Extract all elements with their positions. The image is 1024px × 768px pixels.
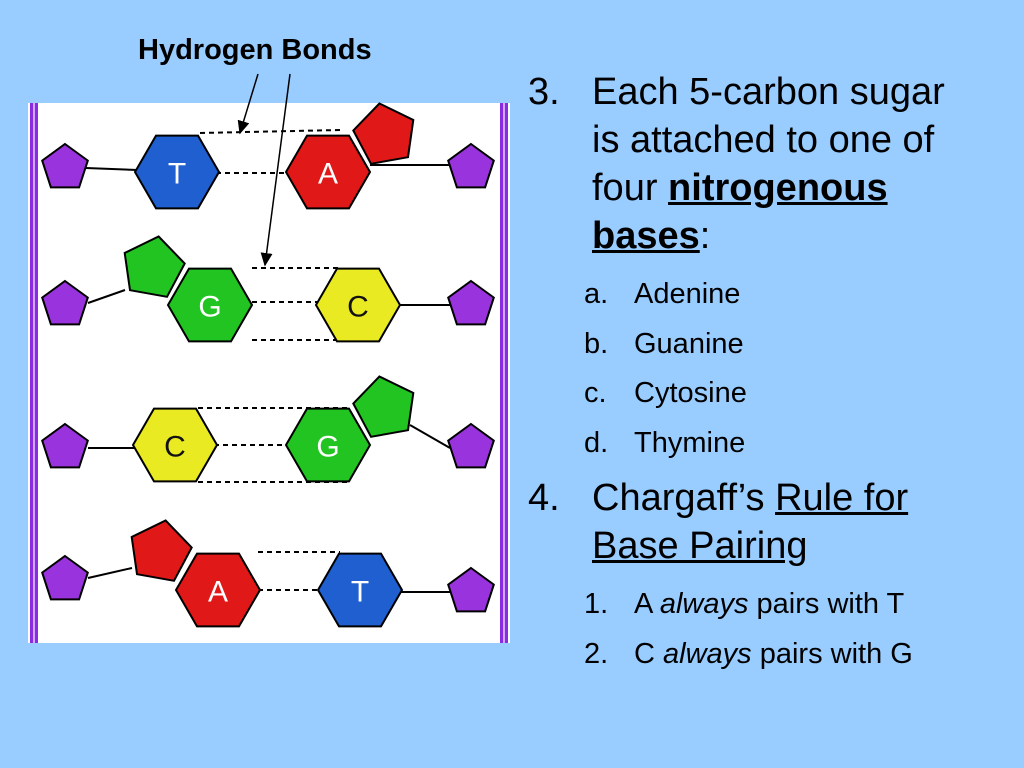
base-letter: T bbox=[351, 576, 369, 609]
base-name: Adenine bbox=[634, 278, 741, 310]
item-line: four bbox=[592, 167, 669, 209]
rule-text: C bbox=[634, 637, 663, 670]
item-number: 4. bbox=[528, 477, 560, 519]
diagram-panel bbox=[28, 103, 510, 643]
base-letter: G bbox=[316, 431, 339, 464]
list-item: b. Guanine bbox=[528, 320, 1008, 370]
base-hexagon-icon bbox=[131, 407, 219, 483]
base-hexagon-icon bbox=[316, 552, 404, 628]
item-line: Each 5-carbon sugar bbox=[592, 71, 945, 113]
list-item: d. Thymine bbox=[528, 419, 1008, 469]
right-backbone bbox=[500, 103, 508, 643]
sugar-icon bbox=[41, 279, 89, 326]
base-hexagons bbox=[131, 134, 404, 628]
base-name: Guanine bbox=[634, 327, 744, 360]
sugars bbox=[41, 142, 495, 613]
adenine-ring-icon bbox=[352, 102, 415, 165]
purine-rings bbox=[123, 102, 415, 582]
base-letter: G bbox=[198, 291, 221, 324]
list-marker: 2. bbox=[584, 637, 609, 670]
connector-lines bbox=[85, 164, 451, 593]
hydrogen-bond-arrows bbox=[237, 73, 291, 267]
text-panel: 3. Each 5-carbon sugar is attached to on… bbox=[528, 68, 1008, 685]
sugar-icon bbox=[447, 566, 495, 613]
base-hexagon-icon bbox=[174, 552, 262, 628]
list-marker: b. bbox=[584, 327, 609, 360]
guanine-ring-icon bbox=[352, 375, 415, 438]
base-hexagon-icon bbox=[133, 134, 221, 210]
base-letter: C bbox=[347, 291, 369, 324]
base-hexagon-icon bbox=[284, 407, 372, 483]
base-letter: A bbox=[208, 576, 228, 609]
rule-emphasis: always bbox=[663, 637, 752, 670]
base-name: Cytosine bbox=[634, 377, 747, 409]
list-marker: c. bbox=[584, 377, 607, 409]
base-hexagon-icon bbox=[166, 267, 254, 343]
list-item-3: 3. Each 5-carbon sugar is attached to on… bbox=[528, 68, 1008, 260]
item-number: 3. bbox=[528, 71, 560, 113]
base-list: a. Adenine b. Guanine c. Cytosine d. Thy… bbox=[528, 270, 1008, 468]
rule-text: pairs with T bbox=[748, 588, 905, 620]
key-term: Base Pairing bbox=[592, 525, 808, 567]
sugar-icon bbox=[447, 142, 495, 189]
base-letter: C bbox=[164, 431, 186, 464]
sugar-icon bbox=[447, 422, 495, 469]
item-suffix: : bbox=[699, 215, 711, 257]
list-marker: a. bbox=[584, 278, 609, 310]
key-term: Rule for bbox=[775, 477, 909, 519]
left-backbone bbox=[30, 103, 38, 643]
sugar-icon bbox=[41, 422, 89, 469]
base-letter: T bbox=[168, 158, 186, 191]
base-name: Thymine bbox=[634, 426, 746, 459]
list-item-4: 4. Chargaff’s Rule for Base Pairing bbox=[528, 474, 1008, 570]
hydrogen-bond-lines bbox=[198, 129, 348, 591]
key-term: bases bbox=[592, 215, 700, 257]
list-marker: 1. bbox=[584, 588, 609, 620]
adenine-ring-icon bbox=[130, 519, 193, 582]
list-item: 1. A always pairs with T bbox=[528, 580, 1008, 630]
list-item: a. Adenine bbox=[528, 270, 1008, 320]
key-term: nitrogenous bbox=[668, 167, 888, 209]
base-hexagon-icon bbox=[314, 267, 402, 343]
list-marker: d. bbox=[584, 426, 609, 459]
rule-emphasis: always bbox=[659, 588, 749, 620]
rule-text: A bbox=[634, 588, 660, 620]
diagram-title: Hydrogen Bonds bbox=[138, 34, 372, 66]
rule-list: 1. A always pairs with T 2. C always pai… bbox=[528, 580, 1008, 679]
sugar-icon bbox=[41, 554, 89, 601]
sugar-icon bbox=[41, 142, 89, 189]
list-item: 2. C always pairs with G bbox=[528, 630, 1008, 680]
list-item: c. Cytosine bbox=[528, 369, 1008, 419]
item-line: is attached to one of bbox=[592, 119, 935, 161]
item-line: Chargaff’s bbox=[592, 477, 776, 519]
guanine-ring-icon bbox=[123, 235, 186, 298]
rule-text: pairs with G bbox=[751, 637, 913, 670]
base-letter: A bbox=[318, 158, 338, 191]
base-hexagon-icon bbox=[284, 134, 372, 210]
base-letters: T A G C C G A T bbox=[164, 158, 369, 609]
sugar-icon bbox=[447, 279, 495, 326]
